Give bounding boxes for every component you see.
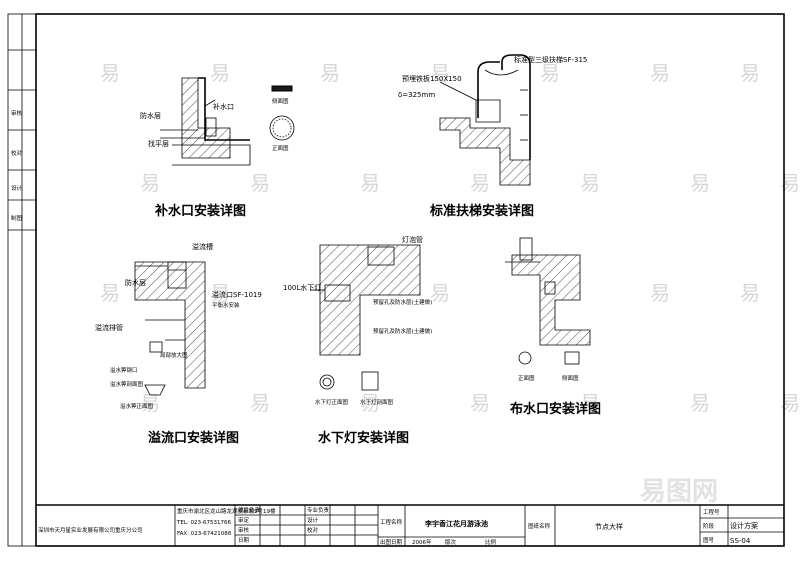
detail-label: 溢流槽 [192, 242, 213, 251]
watermark-glyph: 易 [580, 391, 600, 415]
watermark-glyph: 易 [250, 171, 270, 195]
watermark-glyph: 易 [470, 391, 490, 415]
detail-label: 局部放大图 [160, 351, 188, 359]
watermark-glyph: 易 [430, 61, 450, 85]
watermark-glyph: 易 [140, 391, 160, 415]
left-strip: 审核 校对 设计 制图 [8, 14, 36, 546]
strip-label: 制图 [11, 214, 23, 222]
role-label: 审定 [238, 516, 250, 524]
sheet-no-label: 图号 [703, 536, 715, 544]
detail-label: 预埋铁板150X150 [402, 74, 462, 83]
detail-title: 标准扶梯安装详图 [429, 203, 534, 219]
detail-label: 侧面图 [272, 97, 289, 105]
watermark-glyph: 易 [780, 171, 800, 195]
watermark-glyph: 易 [360, 391, 380, 415]
watermark-glyph: 易 [210, 61, 230, 85]
watermark-glyph: 易 [470, 171, 490, 195]
watermark-glyph: 易 [100, 281, 120, 305]
detail-label: 水下灯正面图 [315, 398, 349, 406]
role-label: 校对 [307, 526, 319, 534]
detail-label: 预留孔及防水层(土建做) [373, 327, 432, 335]
watermark-glyph: 易 [780, 391, 800, 415]
detail-title: 补水口安装详图 [154, 203, 246, 219]
date-label: 出图日期 [380, 538, 403, 546]
detail-label: 溢流口SF-1019 [212, 290, 262, 299]
stage-value: 设计方案 [730, 521, 758, 530]
watermark-layer: 易易易易易易易易易易易易易易易易易易易易易易易易易易易易 [100, 61, 800, 415]
project-label: 工程名称 [380, 518, 403, 526]
detail-make-up-water-inlet: 补水口 防水层 找平层 侧面图 正面图 补水口安装详图 [140, 77, 295, 219]
role-label: 设计 [307, 516, 319, 524]
role-label: 日期 [238, 537, 250, 544]
detail-label: 溢流排管 [95, 323, 123, 332]
watermark-glyph: 易 [430, 281, 450, 305]
watermark-logo: 易图网 [640, 477, 718, 507]
detail-overflow-outlet: 溢流槽 防水层 溢流口SF-1019 平衡水安装 溢流排管 溢水箅钢口 溢水箅正… [95, 242, 262, 446]
watermark-glyph: 易 [100, 61, 120, 85]
watermark-glyph: 易 [360, 171, 380, 195]
watermark-glyph: 易 [690, 171, 710, 195]
detail-label: 水下灯剖面图 [360, 398, 394, 406]
project-name: 李宇香江花月游泳池 [424, 519, 488, 528]
watermark-glyph: 易 [690, 391, 710, 415]
detail-title: 布水口安装详图 [510, 401, 601, 417]
role-label: 项目负责 [238, 506, 261, 514]
detail-label: 侧面图 [562, 374, 579, 382]
role-label: 审核 [238, 526, 250, 534]
watermark-glyph: 易 [650, 281, 670, 305]
company-tel: TEL: 023-67531766 [176, 520, 231, 526]
watermark-glyph: 易 [540, 61, 560, 85]
detail-label: δ=325mm [398, 91, 435, 99]
stage-label: 阶段 [703, 522, 715, 530]
detail-label: 补水口 [213, 102, 234, 111]
detail-label: 溢水箅剖面图 [110, 380, 144, 388]
detail-label: 防水层 [140, 111, 161, 120]
sheet-no: SS-04 [730, 537, 751, 545]
watermark-glyph: 易 [740, 61, 760, 85]
company-address: 重庆市渝北区龙山路龙湖紫都城9号19楼 [177, 507, 276, 515]
detail-label: 正面图 [272, 144, 289, 152]
detail-standard-ladder: 标准型三级扶梯SF-315 预埋铁板150X150 δ=325mm 标准扶梯安装… [398, 54, 587, 219]
watermark-glyph: 易 [140, 171, 160, 195]
detail-label: 防水层 [125, 278, 146, 287]
detail-label: 正面图 [518, 374, 535, 382]
title-block: 深圳市天月星实业发展有限公司重庆分公司 重庆市渝北区龙山路龙湖紫都城9号19楼 … [36, 504, 784, 546]
detail-label: 100L水下灯 [283, 283, 321, 292]
detail-label: 平衡水安装 [212, 301, 240, 309]
detail-title: 水下灯安装详图 [318, 430, 409, 446]
detail-underwater-light: 灯泡管 100L水下灯 预留孔及防水层(土建做) 预留孔及防水层(土建做) 水下… [283, 235, 432, 446]
strip-label: 审核 [11, 109, 23, 117]
inner-frame [35, 13, 785, 547]
detail-label: 溢水箅钢口 [110, 366, 138, 374]
watermark-glyph: 易 [740, 281, 760, 305]
version-label: 版次 [445, 538, 457, 546]
watermark-glyph: 易 [650, 61, 670, 85]
job-no-label: 工程号 [703, 508, 720, 516]
detail-water-distributor: 正面图 侧面图 布水口安装详图 [505, 237, 601, 417]
detail-title: 溢流口安装详图 [148, 430, 239, 446]
drawing-label: 图纸名称 [528, 522, 551, 530]
detail-label: 标准型三级扶梯SF-315 [514, 55, 587, 64]
scale-label: 比例 [485, 538, 497, 546]
drawing-name: 节点大样 [595, 522, 623, 531]
company-fax: FAX: 023-67421088 [177, 531, 232, 537]
watermark-glyph: 易 [210, 281, 230, 305]
date-value: 2006年 [412, 538, 432, 546]
detail-label: 溢水箅正面图 [120, 402, 154, 410]
company-name: 深圳市天月星实业发展有限公司重庆分公司 [38, 526, 143, 534]
detail-label: 灯泡管 [402, 235, 423, 244]
detail-label: 找平层 [148, 139, 169, 148]
detail-label: 预留孔及防水层(土建做) [373, 298, 432, 306]
strip-label: 校对 [11, 149, 23, 157]
strip-label: 设计 [11, 184, 23, 192]
role-label: 专业负责 [307, 506, 330, 514]
watermark-glyph: 易 [250, 391, 270, 415]
watermark-glyph: 易 [320, 61, 340, 85]
watermark-glyph: 易 [580, 171, 600, 195]
